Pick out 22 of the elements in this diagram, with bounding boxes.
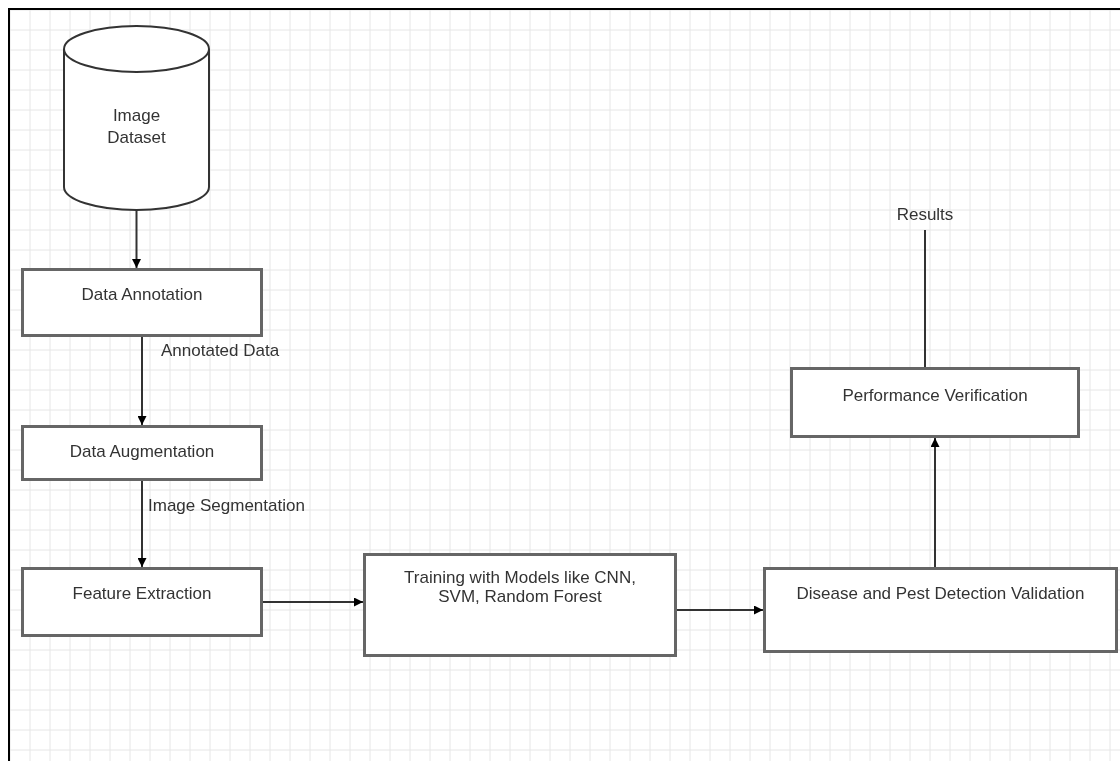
arrow <box>262 597 364 607</box>
process-box <box>763 567 1118 653</box>
arrow <box>132 210 141 269</box>
box-label: Data Annotation <box>81 285 203 304</box>
edge-label: Image Segmentation <box>148 495 305 517</box>
arrow <box>137 336 147 426</box>
arrow <box>137 480 147 568</box>
arrow <box>676 605 764 615</box>
results-text: Results <box>885 204 965 230</box>
arrow <box>930 437 940 568</box>
process-box <box>21 567 263 637</box>
box-label: Data Augmentation <box>69 442 215 461</box>
process-box <box>21 268 263 337</box>
process-box <box>790 367 1080 438</box>
box-label: Performance Verification <box>842 386 1028 405</box>
box-label: Feature Extraction <box>72 584 212 603</box>
box-label: Training with Models like CNN, SVM, Random Forest <box>403 568 637 606</box>
process-box <box>21 425 263 481</box>
box-label: Disease and Pest Detection Validation <box>795 584 1086 603</box>
edge-label: Annotated Data <box>161 340 280 362</box>
cylinder-label: Image Dataset <box>106 105 167 149</box>
process-box <box>363 553 677 657</box>
